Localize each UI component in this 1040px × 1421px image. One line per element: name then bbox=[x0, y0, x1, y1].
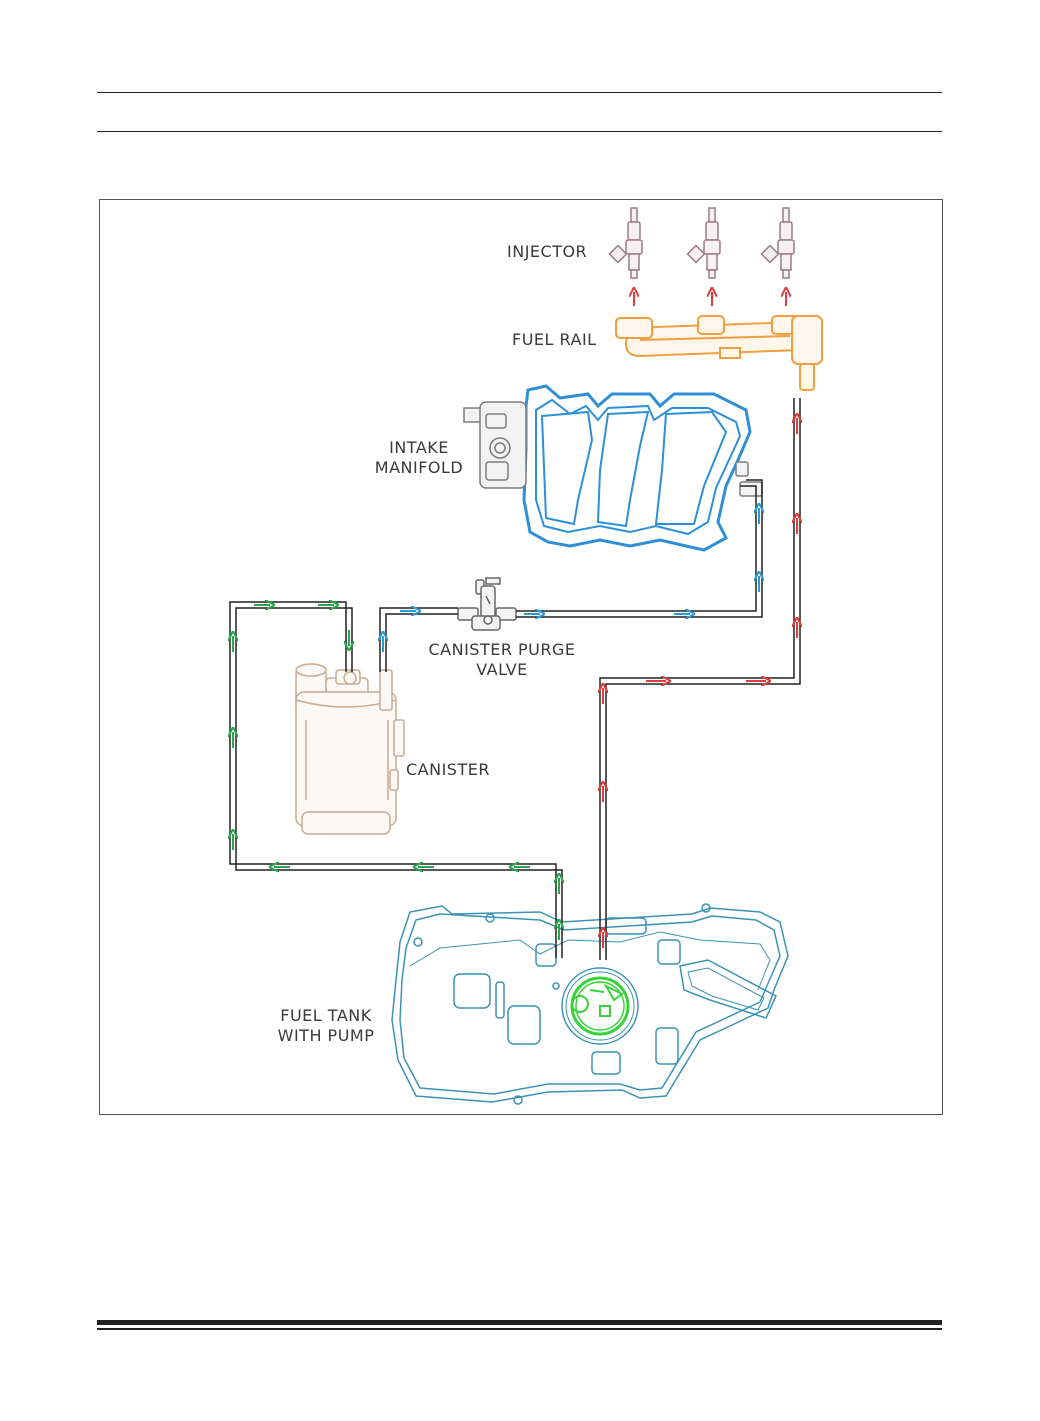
header-rule-bottom bbox=[97, 131, 942, 132]
throttle-body bbox=[463, 401, 763, 497]
injector-3 bbox=[760, 207, 795, 279]
footer-rule-thick bbox=[97, 1320, 942, 1325]
label-canister: CANISTER bbox=[406, 760, 490, 779]
injector-1 bbox=[608, 207, 643, 279]
label-canister-purge-valve-line2: VALVE bbox=[476, 660, 528, 679]
intake-manifold bbox=[522, 384, 752, 552]
label-fuel-tank: FUEL TANK WITH PUMP bbox=[270, 1006, 382, 1046]
label-intake-manifold: INTAKE MANIFOLD bbox=[368, 438, 470, 478]
fuel-system-diagram: INJECTOR FUEL RAIL INTAKE MANIFOLD CANIS… bbox=[99, 199, 943, 1115]
injectors bbox=[608, 207, 795, 279]
injector-2 bbox=[686, 207, 721, 279]
canister-purge-valve bbox=[457, 577, 517, 631]
label-fuel-rail: FUEL RAIL bbox=[512, 330, 597, 349]
label-canister-purge-valve-line1: CANISTER PURGE bbox=[428, 640, 576, 659]
fuel-tank bbox=[391, 903, 789, 1105]
label-injector: INJECTOR bbox=[507, 242, 588, 261]
canister bbox=[295, 663, 405, 835]
header-rule-top bbox=[97, 92, 942, 93]
injector-feed-arrows bbox=[634, 292, 786, 306]
footer-rule-thin bbox=[97, 1328, 942, 1330]
fuel-pump bbox=[570, 976, 630, 1036]
diagram-canvas bbox=[100, 207, 823, 1105]
label-intake-manifold-line2: MANIFOLD bbox=[374, 458, 464, 477]
vapor-arrows bbox=[233, 605, 559, 940]
fuel-feed-arrows bbox=[603, 418, 797, 948]
fuel-rail bbox=[615, 315, 823, 391]
label-canister-purge-valve: CANISTER PURGE VALVE bbox=[418, 640, 586, 680]
label-fuel-tank-line1: FUEL TANK bbox=[280, 1006, 372, 1025]
purge-arrows bbox=[383, 508, 759, 652]
label-intake-manifold-line1: INTAKE bbox=[389, 438, 449, 457]
label-fuel-tank-line2: WITH PUMP bbox=[277, 1026, 375, 1045]
